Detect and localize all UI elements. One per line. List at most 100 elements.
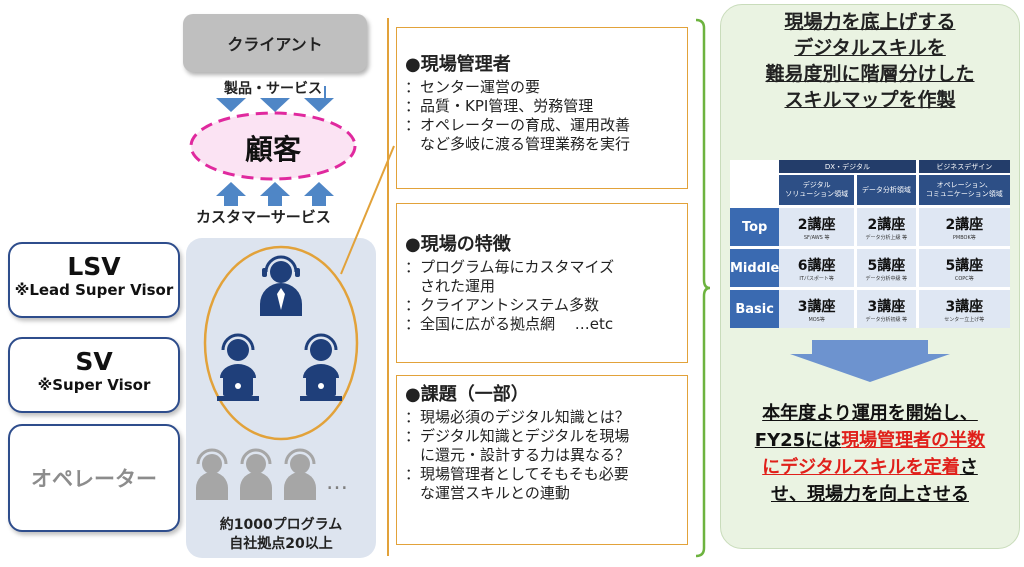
panel-line: ：全国に広がる拠点網 …etc — [405, 315, 614, 333]
client-box: クライアント — [183, 14, 367, 72]
course-count: 2講座 — [797, 216, 836, 233]
panel-line: ：品質・KPI管理、労務管理 — [405, 97, 594, 115]
column-header-line: データ分析領域 — [861, 185, 911, 194]
panel-issues-title: ●課題（一部） — [405, 384, 529, 405]
right-title-line: 現場力を底上げする — [784, 11, 956, 33]
table-corner — [730, 160, 780, 207]
role-lsv-title: LSV — [67, 252, 121, 281]
column-header-line: コミュニケーション領域 — [925, 190, 1003, 198]
panel-line: ：現場管理者としてそもそも必要 — [405, 465, 629, 483]
column-header-line: ソリューション領域 — [785, 190, 849, 198]
ellipsis-text: … — [326, 470, 348, 495]
conclusion-line: FY25には — [754, 430, 842, 451]
conclusion-line: 本年度より運用を開始し、 — [762, 403, 978, 424]
skill-map-table: DX・デジタル ビジネスデザイン デジタル ソリューション領域 データ分析領域 … — [730, 160, 1010, 328]
table-cell: 3講座センター立上げ等 — [917, 288, 1010, 328]
operator-with-laptop-icon — [217, 333, 259, 401]
course-example: COPC等 — [954, 275, 974, 282]
column-header-line: オペレーション、 — [936, 181, 993, 189]
course-example: データ分析初級 等 — [865, 316, 908, 323]
panel-site-features: ●現場の特徴 ：プログラム毎にカスタマイズ された運用 ：クライアントシステム多… — [396, 203, 688, 363]
table-cell: 2講座データ分析上級 等 — [855, 206, 919, 248]
role-lsv: LSV ※Lead Super Visor — [8, 242, 180, 318]
level-label: Top — [730, 206, 780, 248]
column-header: デジタル ソリューション領域 — [779, 173, 858, 207]
down-arrow-icon — [216, 86, 246, 112]
down-arrow-icon — [260, 86, 290, 112]
panel-site-manager: ●現場管理者 ：センター運営の要 ：品質・KPI管理、労務管理 ：オペレーターの… — [396, 27, 688, 189]
course-count: 5講座 — [867, 257, 906, 274]
panel-line: に還元・設計する力は異なる？ — [405, 446, 631, 464]
group-header-business: ビジネスデザイン — [917, 160, 1010, 174]
product-service-label: 製品・サービス — [222, 78, 324, 98]
role-operator: オペレーター — [8, 424, 180, 532]
column-header-line: デジタル — [802, 181, 831, 189]
course-example: SF/AWS 等 — [803, 234, 830, 241]
panel-site-features-title: ●現場の特徴 — [405, 234, 511, 255]
group-header-dx: DX・デジタル — [779, 160, 919, 174]
client-label: クライアント — [227, 35, 323, 54]
panel-line: ：クライアントシステム多数 — [405, 296, 599, 314]
course-count: 2講座 — [867, 216, 906, 233]
right-title-line: デジタルスキルを — [794, 37, 946, 59]
role-sv: SV ※Super Visor — [8, 337, 180, 413]
role-lsv-subtitle: ※Lead Super Visor — [14, 281, 174, 299]
panel-line: ：プログラム毎にカスタマイズ — [405, 258, 615, 276]
course-count: 3講座 — [797, 298, 836, 315]
customer-ellipse — [189, 111, 357, 181]
course-example: センター立上げ等 — [944, 316, 985, 323]
customer-service-label: カスタマーサービス — [194, 206, 333, 227]
up-arrow-icon — [216, 182, 246, 208]
course-example: MOS等 — [808, 316, 825, 323]
panel-line: な運営スキルとの連動 — [405, 484, 570, 502]
course-example: ITパスポート等 — [799, 275, 834, 282]
role-operator-title: オペレーター — [31, 467, 157, 491]
course-count: 3講座 — [945, 298, 984, 315]
course-count: 5講座 — [945, 257, 984, 274]
panel-line: ：オペレーターの育成、運用改善 — [405, 116, 631, 134]
course-count: 6講座 — [797, 257, 836, 274]
conclusion-text: 本年度より運用を開始し、 FY25には現場管理者の半数 にデジタルスキルを定着さ… — [720, 400, 1020, 508]
operators-grey-icon — [196, 448, 316, 500]
level-label: Basic — [730, 288, 780, 328]
right-title-line: 難易度別に階層分けした — [765, 63, 975, 85]
panel-line: ：デジタル知識とデジタルを現場 — [405, 427, 630, 445]
up-arrow-icon — [260, 182, 290, 208]
level-label: Middle — [730, 247, 780, 289]
leader-icon — [260, 255, 302, 316]
course-count: 2講座 — [945, 216, 984, 233]
site-caption-2: 自社拠点20以上 — [229, 536, 333, 552]
down-arrow-icon — [304, 86, 334, 112]
course-example: データ分析上級 等 — [865, 234, 908, 241]
site-illustration — [196, 245, 359, 500]
column-header: オペレーション、 コミュニケーション領域 — [917, 173, 1010, 207]
big-down-arrow-icon — [790, 340, 950, 382]
panel-site-manager-title: ●現場管理者 — [405, 54, 511, 75]
column-header: データ分析領域 — [855, 173, 919, 207]
customer-label: 顧客 — [244, 133, 301, 166]
site-caption-1: 約1000プログラム — [219, 517, 343, 533]
up-arrow-icon — [304, 182, 334, 208]
conclusion-highlight: 現場管理者の半数 — [841, 430, 986, 451]
panel-line: ：センター運営の要 — [405, 78, 541, 96]
panel-issues: ●課題（一部） ：現場必須のデジタル知識とは？ ：デジタル知識とデジタルを現場 … — [396, 375, 688, 545]
role-sv-title: SV — [75, 347, 113, 376]
role-sv-subtitle: ※Super Visor — [37, 376, 151, 394]
conclusion-line: せ、現場力を向上させる — [771, 484, 969, 505]
course-count: 3講座 — [867, 298, 906, 315]
course-example: データ分析中級 等 — [865, 275, 908, 282]
panel-line: ：現場必須のデジタル知識とは？ — [405, 408, 630, 426]
table-cell: 3講座データ分析初級 等 — [855, 288, 919, 328]
panel-line: など多岐に渡る管理業務を実行 — [405, 135, 631, 153]
course-example: PMBOK等 — [952, 234, 976, 241]
conclusion-highlight: にデジタルスキルを定着 — [762, 457, 960, 478]
operator-with-laptop-icon — [300, 333, 342, 401]
